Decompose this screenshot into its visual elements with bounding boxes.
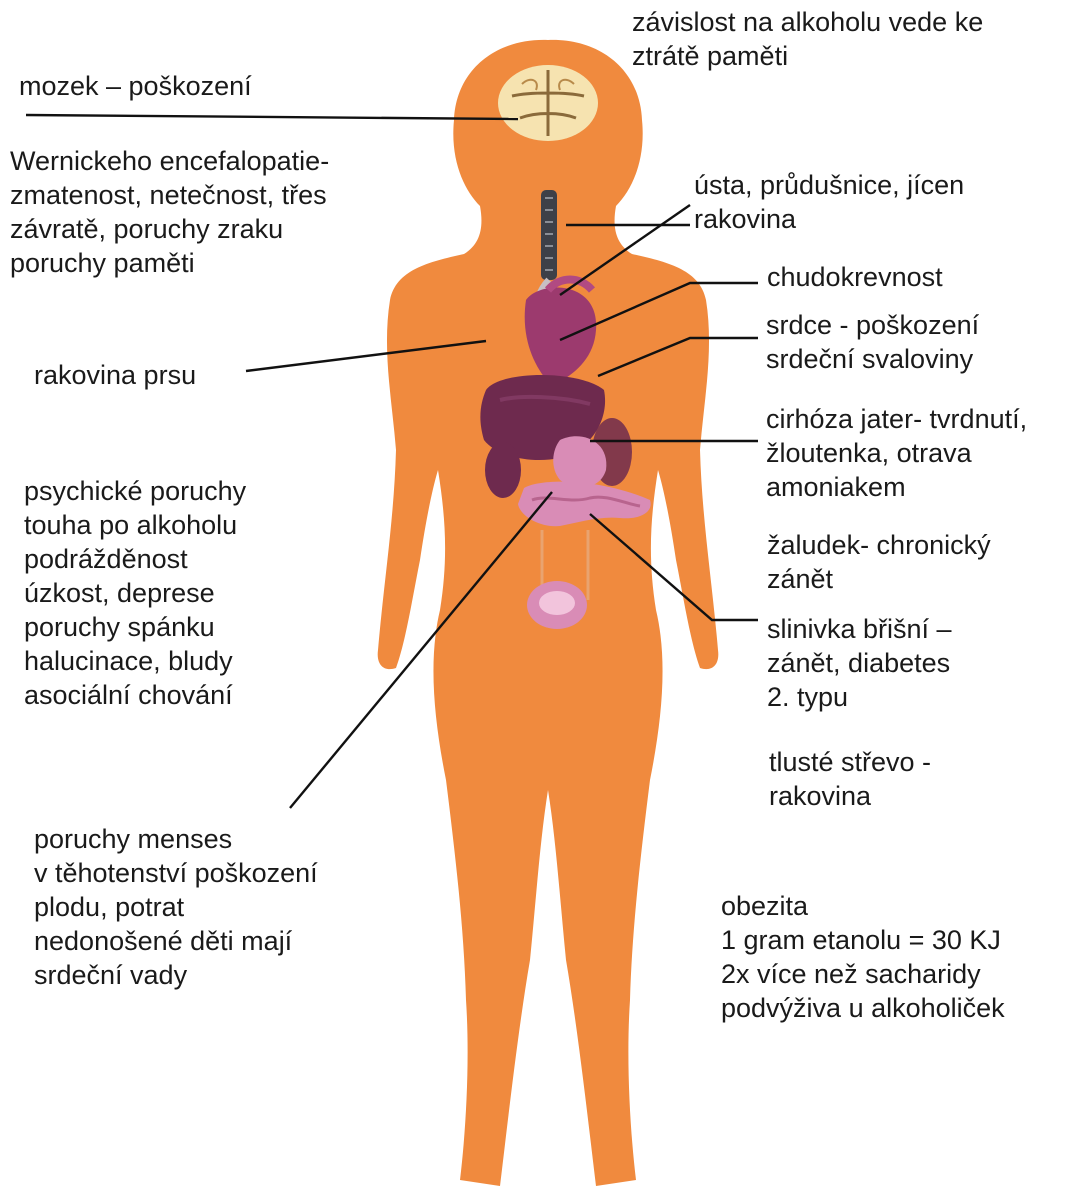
- label-colon-cancer: tlusté střevo - rakovina: [769, 745, 931, 813]
- label-wernicke: Wernickeho encefalopatie- zmatenost, net…: [10, 144, 329, 280]
- label-pancreas: slinivka břišní – zánět, diabetes 2. typ…: [767, 612, 952, 714]
- label-psychic-disorders: psychické poruchy touha po alkoholu podr…: [24, 474, 246, 712]
- bladder-icon: [527, 581, 587, 629]
- label-menses-pregnancy: poruchy menses v těhotenství poškození p…: [34, 822, 318, 992]
- label-mouth-cancer: ústa, průdušnice, jícen rakovina: [694, 168, 964, 236]
- label-heart-damage: srdce - poškození srdeční svaloviny: [766, 308, 979, 376]
- label-anemia: chudokrevnost: [767, 260, 943, 294]
- label-obesity: obezita 1 gram etanolu = 30 KJ 2x více n…: [721, 889, 1005, 1025]
- leader-brain: [26, 115, 518, 119]
- label-liver-cirrhosis: cirhóza jater- tvrdnutí, žloutenka, otra…: [766, 402, 1027, 504]
- label-breast-cancer: rakovina prsu: [34, 358, 196, 392]
- label-stomach: žaludek- chronický zánět: [767, 528, 991, 596]
- label-brain-damage: mozek – poškození: [19, 69, 252, 103]
- label-alcohol-dependence: závislost na alkoholu vede ke ztrátě pam…: [632, 5, 983, 73]
- brain-icon: [498, 65, 598, 141]
